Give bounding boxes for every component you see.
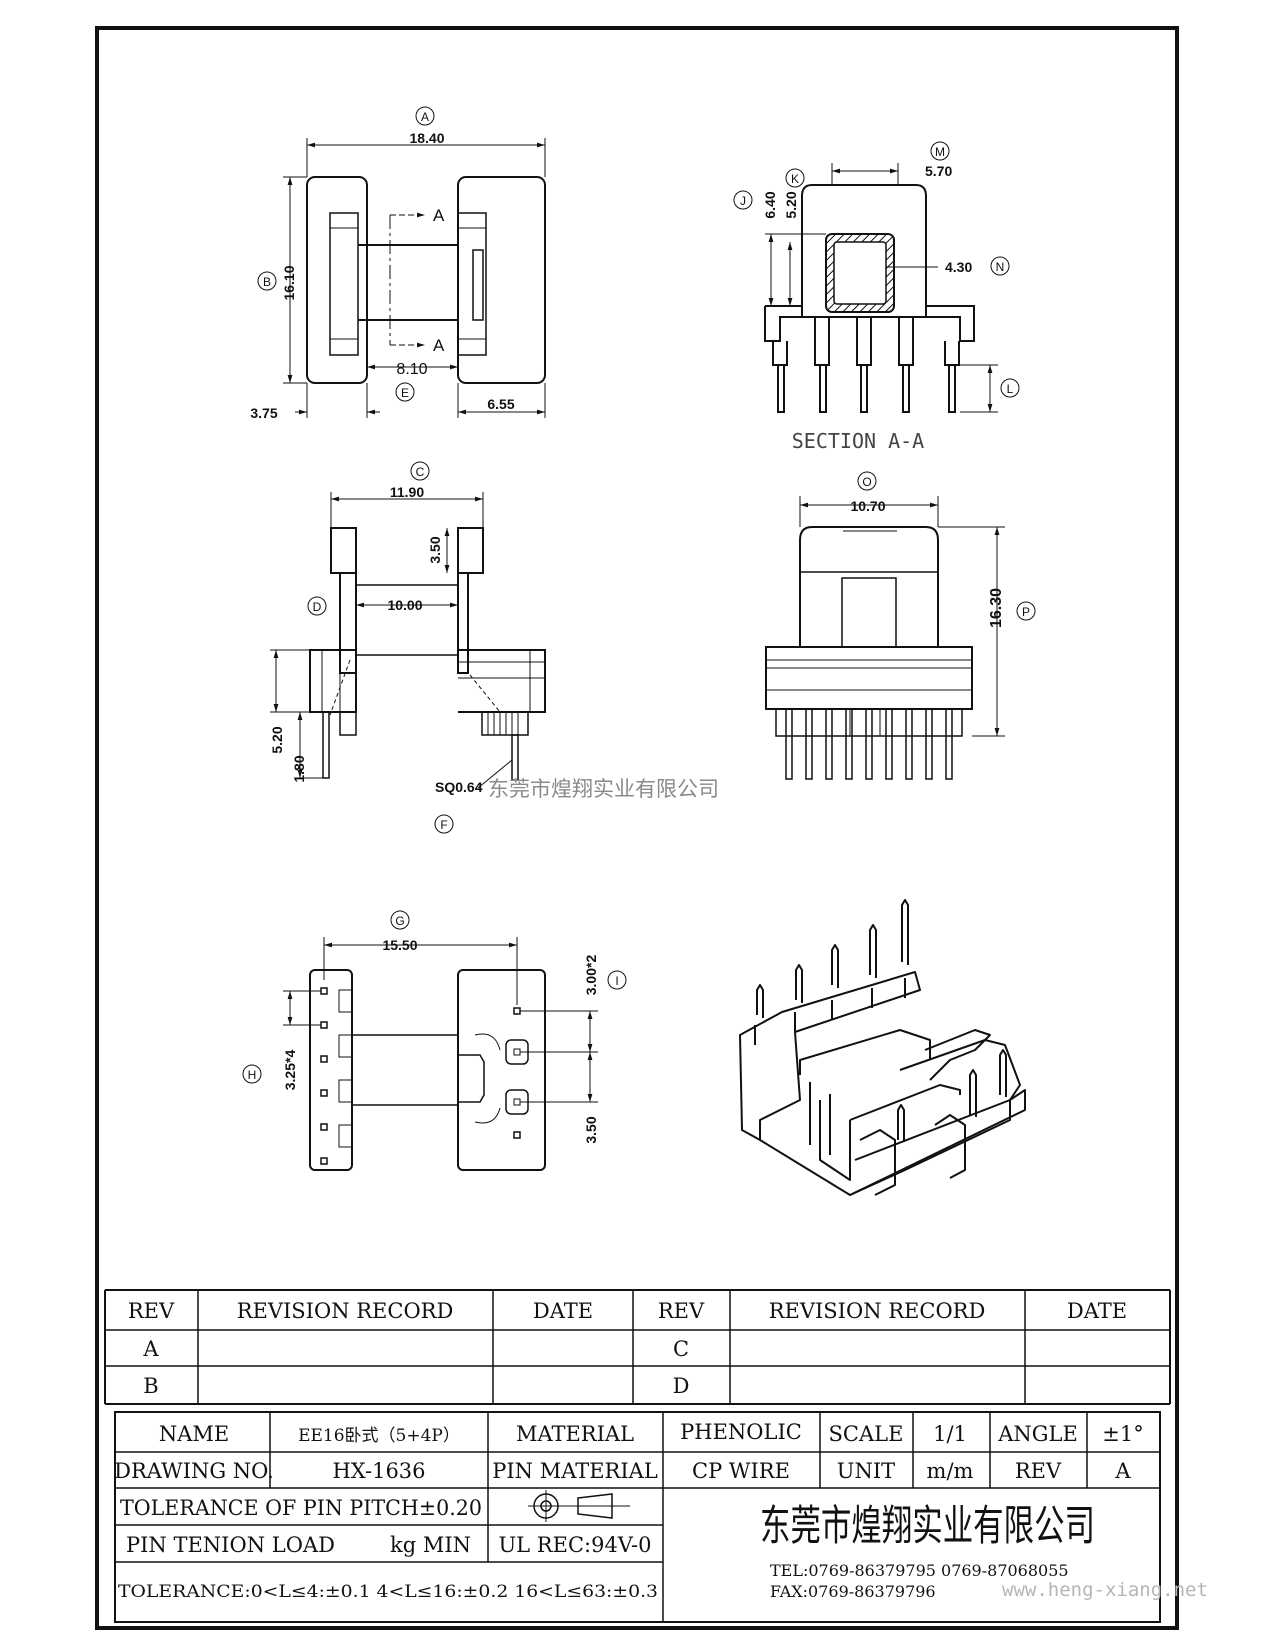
date-header-1: DATE	[533, 1299, 593, 1323]
tolerance-pitch: TOLERANCE OF PIN PITCH±0.20	[120, 1496, 482, 1520]
dim-pitch-right: 3.00*2	[583, 955, 599, 996]
rev-label: REV	[1015, 1459, 1062, 1483]
dim-bottom-offset: 3.50	[583, 1116, 599, 1143]
callout-L: L	[1007, 382, 1014, 396]
revision-record-header-2: REVISION RECORD	[769, 1299, 986, 1323]
dim-outer-height: 6.40	[762, 191, 778, 218]
title-block: NAME EE16卧式（5+4P） MATERIAL PHENOLIC SCAL…	[114, 1411, 1208, 1623]
dim-flange: 3.50	[427, 536, 443, 563]
name-label: NAME	[159, 1422, 229, 1446]
unit-value: m/m	[927, 1459, 974, 1483]
callout-J: J	[740, 194, 746, 208]
callout-H: H	[248, 1068, 257, 1082]
angle-value: ±1°	[1102, 1422, 1143, 1446]
drawing-no-label: DRAWING NO.	[114, 1459, 274, 1483]
pin-material-label: PIN MATERIAL	[492, 1459, 658, 1483]
rev-row-B: B	[143, 1374, 158, 1398]
section-mark-bottom: A	[433, 336, 445, 355]
rev-header-2: REV	[658, 1299, 705, 1323]
dim-pitch-left: 3.25*4	[282, 1050, 298, 1091]
isometric-view	[739, 899, 1026, 1196]
scale-label: SCALE	[829, 1422, 904, 1446]
revision-table: REV REVISION RECORD DATE REV REVISION RE…	[104, 1289, 1171, 1405]
dim-pin-stub: 1.80	[291, 755, 307, 782]
pin-tension-unit: kg MIN	[390, 1533, 471, 1557]
bottom-view: 15.50 G 3.25*4 H 3.00*2 I 3.50	[242, 910, 627, 1171]
scale-value: 1/1	[933, 1422, 967, 1446]
dim-right-flange: 6.55	[487, 396, 514, 412]
outer-frame	[95, 26, 1179, 1630]
callout-P: P	[1022, 605, 1030, 619]
dim-inner-height: 5.20	[783, 191, 799, 218]
dim-side-width: 11.90	[390, 484, 424, 500]
dim-pin-size: SQ0.64	[435, 779, 483, 795]
dim-height: 16.10	[281, 265, 297, 300]
rev-row-C: C	[673, 1337, 689, 1361]
dim-overall-width: 18.40	[409, 130, 444, 146]
company-tel: TEL:0769-86379795 0769-87068055	[770, 1561, 1069, 1580]
drawing-no-value: HX-1636	[332, 1459, 425, 1483]
date-header-2: DATE	[1067, 1299, 1127, 1323]
callout-A: A	[421, 110, 429, 124]
section-title: SECTION A-A	[792, 429, 924, 453]
pin-tension-label: PIN TENION LOAD	[126, 1533, 335, 1557]
unit-label: UNIT	[837, 1459, 895, 1483]
section-view: 5.70 M 6.40 J 5.20 K 4.30 N L SECTION A-…	[733, 141, 1020, 453]
callout-D: D	[313, 600, 322, 614]
dim-front-height: 16.30	[988, 588, 1005, 628]
rev-header-1: REV	[128, 1299, 175, 1323]
callout-G: G	[395, 914, 404, 928]
callout-B: B	[263, 275, 271, 289]
callout-O: O	[862, 475, 871, 489]
material-label: MATERIAL	[516, 1422, 634, 1446]
revision-record-header-1: REVISION RECORD	[237, 1299, 454, 1323]
angle-label: ANGLE	[997, 1422, 1078, 1446]
name-value: EE16卧式（5+4P）	[298, 1426, 460, 1446]
callout-C: C	[416, 465, 425, 479]
company-name: 东莞市煌翔实业有限公司	[760, 1501, 1095, 1550]
website-watermark: www.heng-xiang.net	[1002, 1579, 1208, 1601]
material-value: PHENOLIC	[680, 1420, 802, 1444]
callout-F: F	[440, 818, 447, 832]
dim-core: 4.30	[945, 259, 972, 275]
ul-rec: UL REC:94V-0	[498, 1533, 651, 1557]
section-mark-top: A	[433, 206, 445, 225]
dim-base-height: 5.20	[269, 726, 285, 753]
company-fax: FAX:0769-86379796	[770, 1582, 936, 1601]
rev-value: A	[1114, 1459, 1131, 1483]
dim-side-inner: 10.00	[387, 597, 422, 613]
tolerance-general: TOLERANCE:0<L≤4:±0.1 4<L≤16:±0.2 16<L≤63…	[118, 1582, 658, 1602]
rev-row-A: A	[142, 1337, 159, 1361]
side-view: 11.90 C 3.50 10.00 D 5.20 1.80 SQ0.64 F …	[269, 461, 719, 834]
top-view: A A A 18.40 16.10 B 8.10 E 3.75 6.55	[250, 106, 546, 421]
dim-bottom-span: 15.50	[382, 937, 417, 953]
dim-front-width: 10.70	[850, 498, 885, 514]
rev-row-D: D	[673, 1374, 690, 1398]
callout-M: M	[935, 145, 945, 159]
dim-gap: 8.10	[396, 361, 427, 378]
callout-E: E	[401, 386, 409, 400]
dim-left-offset: 3.75	[250, 405, 277, 421]
callout-N: N	[996, 260, 1005, 274]
projection-symbol	[528, 1490, 630, 1522]
dim-section-width: 5.70	[925, 163, 952, 179]
callout-I: I	[615, 974, 618, 988]
front-view: 10.70 O 16.30 P	[765, 471, 1036, 780]
pin-material-value: CP WIRE	[692, 1459, 790, 1483]
callout-K: K	[791, 172, 799, 186]
watermark-company: 东莞市煌翔实业有限公司	[488, 778, 719, 801]
